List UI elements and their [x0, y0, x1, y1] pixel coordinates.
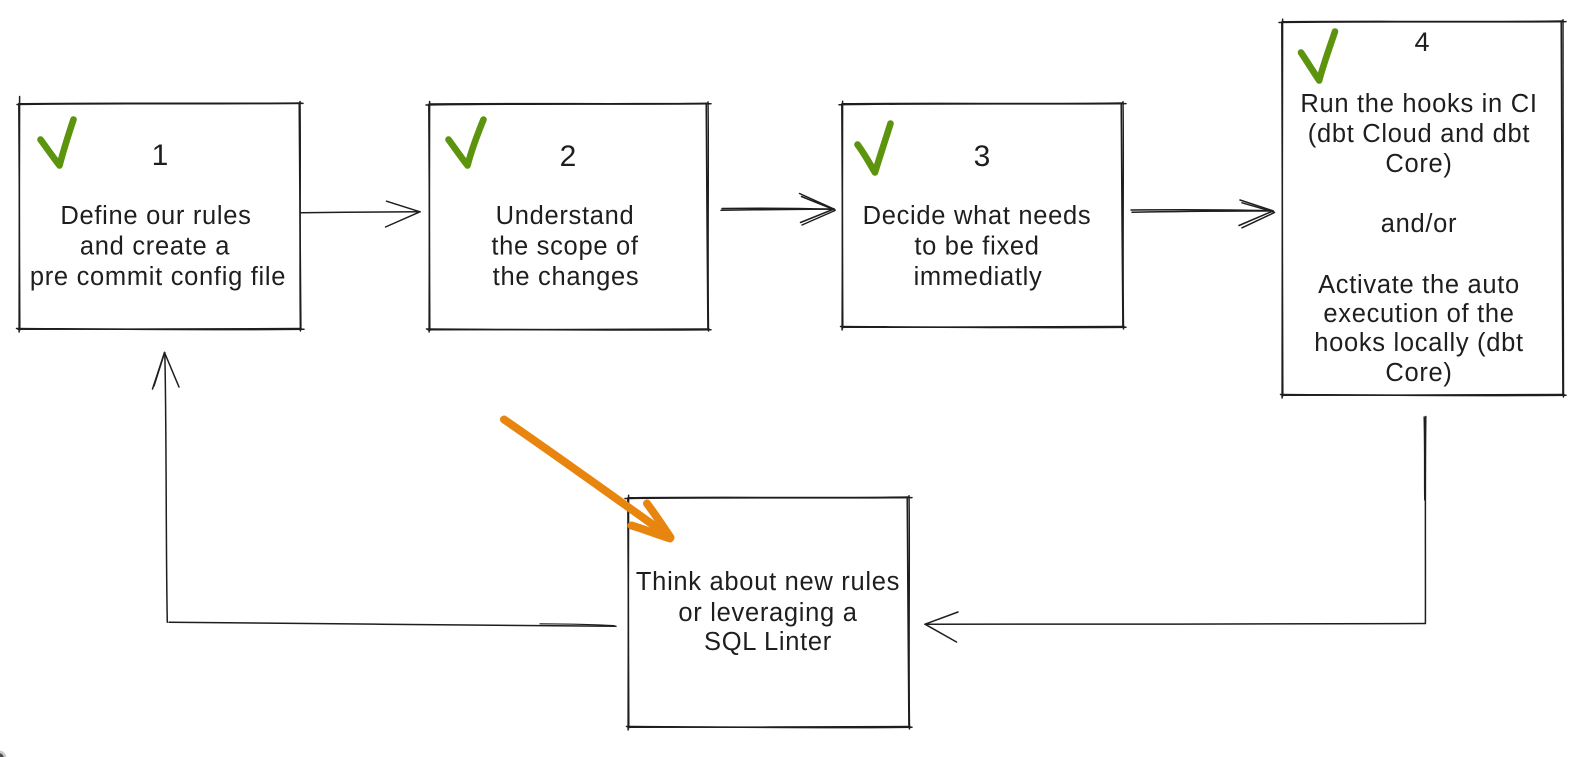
svg-text:Activate the auto: Activate the auto: [1318, 271, 1520, 299]
svg-text:to be fixed: to be fixed: [914, 233, 1039, 261]
svg-text:4: 4: [1414, 27, 1429, 57]
svg-text:2: 2: [560, 140, 577, 173]
svg-text:Decide what needs: Decide what needs: [863, 202, 1092, 230]
svg-text:1: 1: [152, 139, 169, 172]
svg-text:Core): Core): [1385, 359, 1452, 387]
svg-text:immediatly: immediatly: [914, 263, 1043, 291]
svg-text:Understand: Understand: [496, 202, 635, 230]
svg-text:and/or: and/or: [1381, 210, 1458, 238]
svg-text:Define our rules: Define our rules: [60, 202, 251, 230]
svg-text:pre commit config file: pre commit config file: [30, 263, 286, 291]
svg-text:Run the hooks in CI: Run the hooks in CI: [1300, 90, 1537, 118]
svg-text:SQL Linter: SQL Linter: [704, 628, 832, 656]
svg-text:the changes: the changes: [493, 263, 640, 291]
svg-text:Think about new rules: Think about new rules: [636, 568, 900, 596]
svg-text:Core): Core): [1385, 150, 1452, 178]
svg-text:and create a: and create a: [80, 233, 230, 261]
svg-text:the scope of: the scope of: [491, 233, 639, 261]
svg-text:execution of the: execution of the: [1323, 300, 1514, 328]
svg-text:hooks locally (dbt: hooks locally (dbt: [1314, 329, 1524, 357]
svg-text:(dbt Cloud and dbt: (dbt Cloud and dbt: [1308, 120, 1530, 148]
svg-text:3: 3: [974, 140, 991, 173]
svg-text:or leveraging a: or leveraging a: [678, 599, 857, 627]
